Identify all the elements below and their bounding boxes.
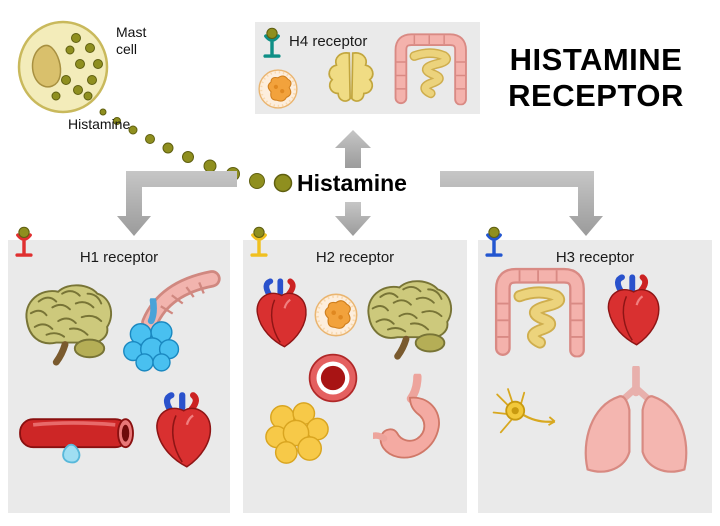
- mast-cell-illustration: [17, 20, 109, 114]
- flow-arrows: [117, 130, 603, 236]
- artery-icon: [14, 408, 140, 464]
- diagram-title: HISTAMINE RECEPTOR: [486, 42, 706, 115]
- intestine-icon: [389, 28, 471, 108]
- brain-icon: [359, 276, 459, 362]
- h2-receptor-label: H2 receptor: [315, 249, 395, 266]
- arrow-down-to-h2: [335, 202, 371, 236]
- h4-receptor-label: H4 receptor: [289, 33, 368, 50]
- neuron-icon: [490, 385, 562, 449]
- histamine-particles-icon: [99, 108, 265, 189]
- h3-receptor-label: H3 receptor: [555, 249, 635, 266]
- arrow-up-to-h4: [335, 130, 371, 168]
- h1-receptor-label: H1 receptor: [79, 249, 159, 266]
- panel-h4-receptor: H4 receptor: [255, 22, 480, 114]
- thymus-gland-icon: [321, 48, 381, 108]
- heart-icon: [148, 390, 218, 472]
- arrow-right-to-h3: [440, 171, 603, 236]
- lungs-icon: [570, 365, 702, 477]
- histamine-source-label: Histamine: [68, 116, 131, 132]
- h4-receptor-icon: [261, 27, 283, 59]
- fat-cells-icon: [263, 398, 331, 466]
- brain-icon: [18, 280, 118, 368]
- white-blood-cell-icon: [313, 292, 359, 338]
- panel-h3-receptor: H3 receptor: [478, 240, 712, 513]
- panel-h1-receptor: H1 receptor: [8, 240, 230, 513]
- title-line-2: RECEPTOR: [508, 78, 684, 114]
- bronchioles-icon: [120, 298, 186, 374]
- heart-icon: [249, 276, 313, 352]
- intestine-icon: [488, 264, 590, 358]
- arrow-left-to-h1: [117, 171, 237, 236]
- histamine-molecule-icon: [273, 173, 293, 193]
- mast-cell-label: Mast cell: [116, 24, 147, 57]
- panel-h2-receptor: H2 receptor: [243, 240, 467, 513]
- center-histamine-label: Histamine: [297, 170, 407, 196]
- white-blood-cell-icon: [257, 68, 299, 110]
- blood-vessel-cross-section-icon: [307, 352, 359, 404]
- stomach-icon: [373, 368, 447, 472]
- title-line-1: HISTAMINE: [509, 42, 683, 77]
- heart-icon: [600, 272, 666, 350]
